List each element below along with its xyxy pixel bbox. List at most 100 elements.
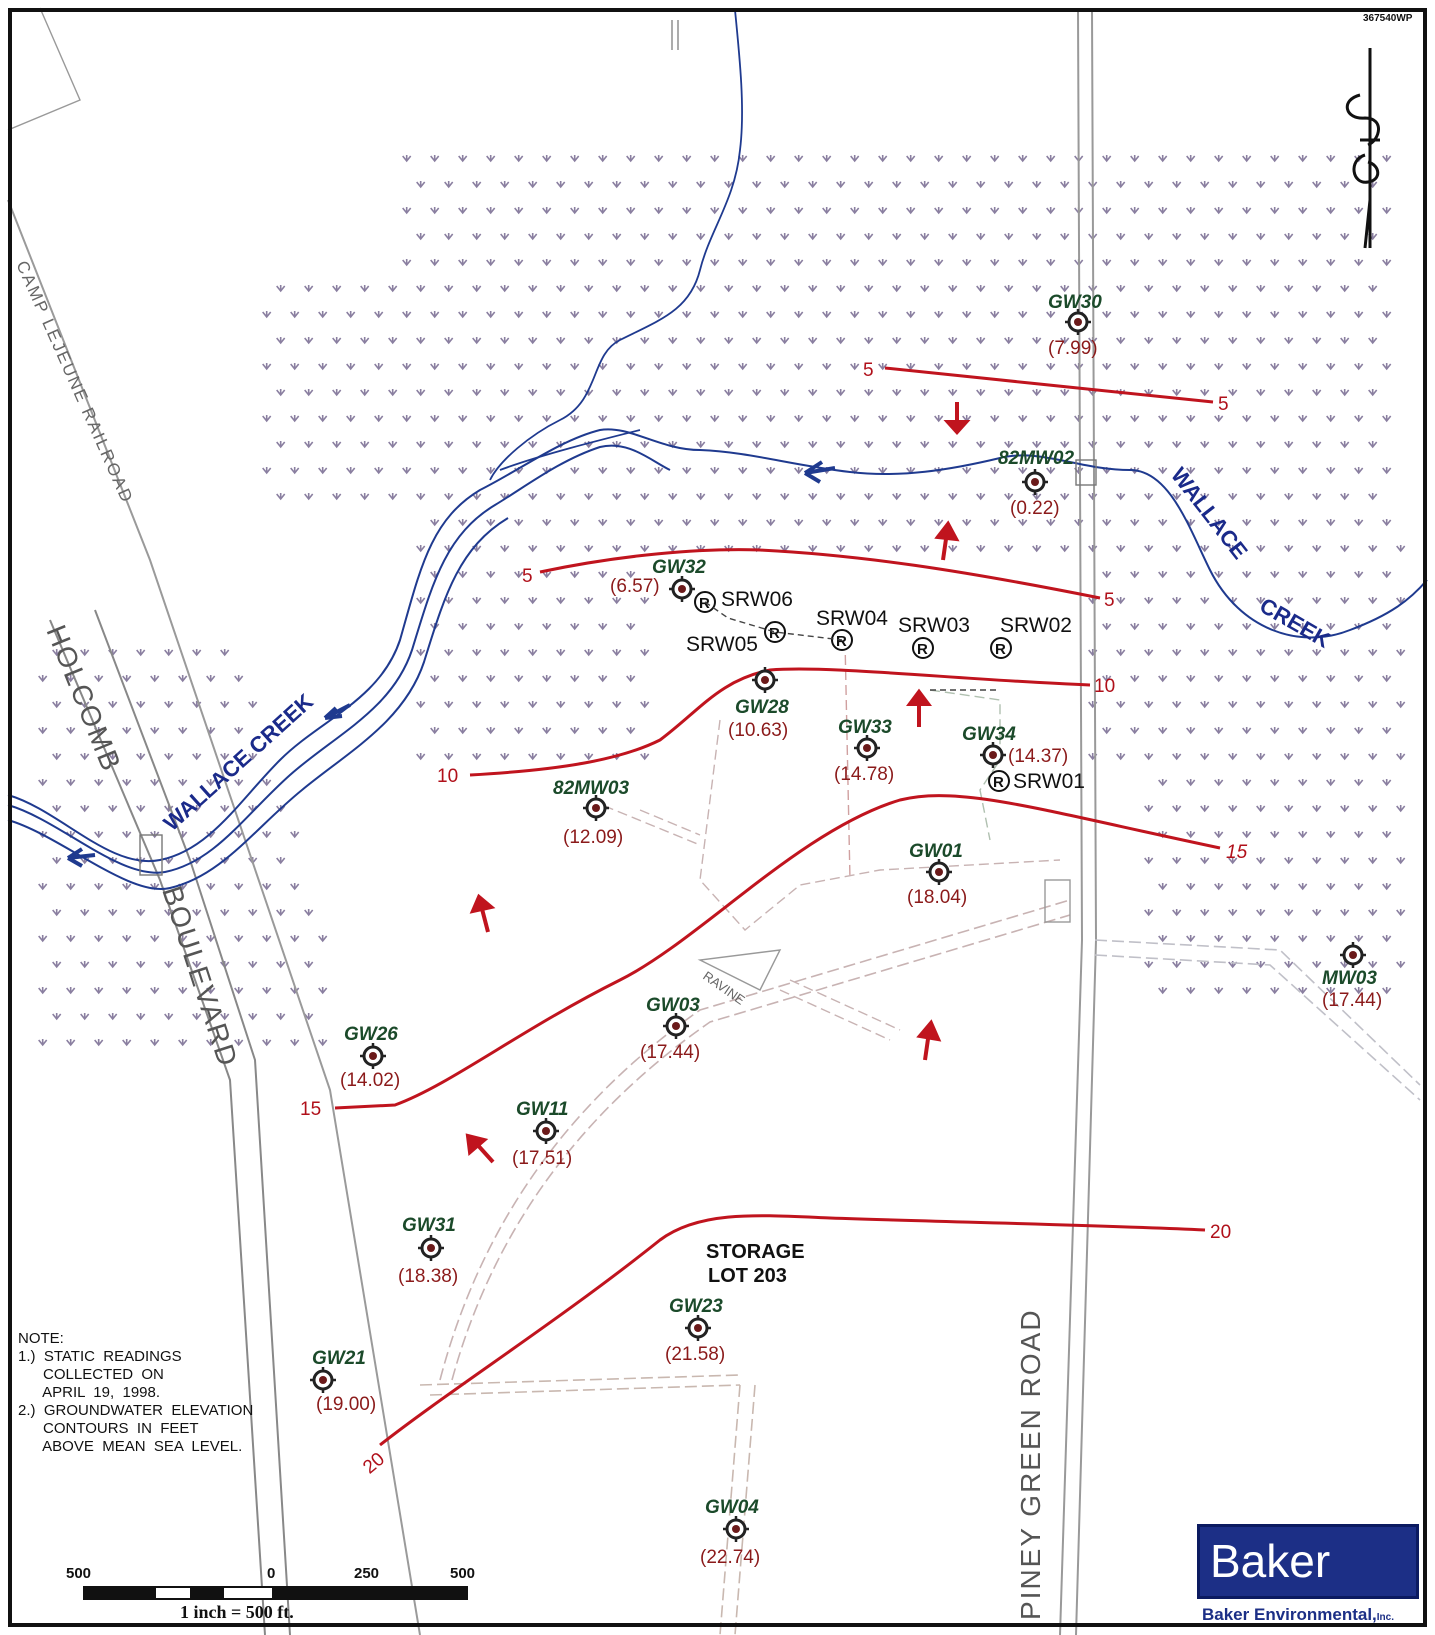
wetland-symbol bbox=[1158, 259, 1168, 267]
wetland-symbol bbox=[332, 441, 342, 449]
wetland-symbol bbox=[1382, 207, 1392, 215]
monitoring-well: GW34(14.37) bbox=[962, 724, 1068, 768]
wetland-symbol bbox=[1116, 493, 1126, 501]
well-center-icon bbox=[592, 804, 600, 812]
wetland-symbol bbox=[752, 285, 762, 293]
wetland-symbol bbox=[668, 545, 678, 553]
wetland-symbol bbox=[164, 753, 174, 761]
wetland-symbol bbox=[80, 649, 90, 657]
wetland-symbol bbox=[276, 285, 286, 293]
wetland-symbol bbox=[1396, 545, 1406, 553]
wetland-symbol bbox=[1312, 961, 1322, 969]
wetland-symbol bbox=[360, 493, 370, 501]
creek-label-east-2: CREEK bbox=[1256, 593, 1335, 653]
wetland-symbol bbox=[1312, 857, 1322, 865]
wetland-symbol bbox=[794, 155, 804, 163]
wetland-symbol bbox=[1312, 181, 1322, 189]
wetland-symbol bbox=[1368, 441, 1378, 449]
wetland-symbol bbox=[1270, 571, 1280, 579]
wetland-symbol bbox=[136, 701, 146, 709]
wetland-symbol bbox=[444, 337, 454, 345]
wetland-symbol bbox=[486, 623, 496, 631]
wetland-symbol bbox=[262, 467, 272, 475]
wetland-symbol bbox=[1284, 909, 1294, 917]
wetland-symbol bbox=[136, 805, 146, 813]
wetland-symbol bbox=[234, 883, 244, 891]
wetland-symbol bbox=[1102, 259, 1112, 267]
wetland-symbol bbox=[738, 311, 748, 319]
wetland-symbol bbox=[1368, 753, 1378, 761]
wetland-symbol bbox=[1382, 987, 1392, 995]
wetland-symbol bbox=[654, 467, 664, 475]
wetland-symbol bbox=[1130, 415, 1140, 423]
recovery-well-icon bbox=[764, 621, 786, 643]
monitoring-well: GW21(19.00) bbox=[310, 1348, 376, 1415]
wetland-symbol bbox=[640, 649, 650, 657]
wetland-symbol bbox=[304, 1013, 314, 1021]
wetland-symbol bbox=[724, 389, 734, 397]
wetland-symbol bbox=[430, 155, 440, 163]
wetland-symbol bbox=[570, 467, 580, 475]
wetland-symbol bbox=[1284, 961, 1294, 969]
wetland-symbol bbox=[402, 311, 412, 319]
wetland-symbol bbox=[654, 207, 664, 215]
wetland-symbol bbox=[1130, 311, 1140, 319]
wetland-symbol bbox=[430, 519, 440, 527]
wetland-symbol bbox=[1158, 519, 1168, 527]
wetland-symbol bbox=[626, 259, 636, 267]
wetland-symbol bbox=[556, 649, 566, 657]
wetland-symbol bbox=[948, 389, 958, 397]
wetland-symbol bbox=[318, 363, 328, 371]
wetland-symbol bbox=[1242, 571, 1252, 579]
wetland-symbol bbox=[752, 441, 762, 449]
wetland-symbol bbox=[1214, 207, 1224, 215]
wetland-symbol bbox=[1326, 623, 1336, 631]
wetland-symbol bbox=[836, 285, 846, 293]
well-id: GW28 bbox=[735, 697, 789, 718]
wetland-symbol bbox=[1312, 909, 1322, 917]
wetland-symbol bbox=[248, 1013, 258, 1021]
wetland-symbol bbox=[752, 337, 762, 345]
wetland-symbol bbox=[1060, 389, 1070, 397]
wetland-symbol bbox=[766, 363, 776, 371]
wetland-symbol bbox=[948, 337, 958, 345]
wetland-symbol bbox=[1130, 623, 1140, 631]
wetland-symbol bbox=[1354, 363, 1364, 371]
access-road bbox=[779, 979, 901, 1041]
wetland-symbol bbox=[388, 285, 398, 293]
wetland-symbol bbox=[1256, 493, 1266, 501]
wetland-symbol bbox=[1102, 363, 1112, 371]
wetland-symbol bbox=[1256, 805, 1266, 813]
wetland-symbol bbox=[1228, 441, 1238, 449]
wetland-symbol bbox=[150, 987, 160, 995]
wetland-symbol bbox=[136, 753, 146, 761]
wetland-symbol bbox=[850, 259, 860, 267]
wetland-symbol bbox=[276, 857, 286, 865]
wetland-symbol bbox=[1284, 337, 1294, 345]
monitoring-well: GW32(6.57) bbox=[610, 557, 706, 602]
wetland-symbol bbox=[1354, 467, 1364, 475]
wetland-symbol bbox=[1396, 753, 1406, 761]
wetland-symbol bbox=[122, 831, 132, 839]
wetland-symbol bbox=[1270, 519, 1280, 527]
wetland-symbol bbox=[1382, 727, 1392, 735]
wetland-symbol bbox=[1214, 987, 1224, 995]
wetland-symbol bbox=[1298, 623, 1308, 631]
monitoring-well: 82MW02(0.22) bbox=[998, 448, 1074, 519]
wetland-symbol bbox=[80, 805, 90, 813]
wetland-symbol bbox=[1144, 337, 1154, 345]
top-left-boundary bbox=[7, 7, 81, 131]
wetland-symbol bbox=[1298, 311, 1308, 319]
wetland-symbol bbox=[1396, 961, 1406, 969]
wetland-symbol bbox=[1172, 285, 1182, 293]
wetland-symbol bbox=[808, 285, 818, 293]
wetland-symbol bbox=[794, 311, 804, 319]
wetland-symbol bbox=[444, 233, 454, 241]
wetland-symbol bbox=[220, 701, 230, 709]
wetland-symbol bbox=[1144, 181, 1154, 189]
wetland-symbol bbox=[220, 753, 230, 761]
wetland-symbol bbox=[892, 389, 902, 397]
baker-logo: Baker bbox=[1197, 1524, 1419, 1599]
wetland-symbol bbox=[542, 415, 552, 423]
wetland-symbol bbox=[38, 987, 48, 995]
